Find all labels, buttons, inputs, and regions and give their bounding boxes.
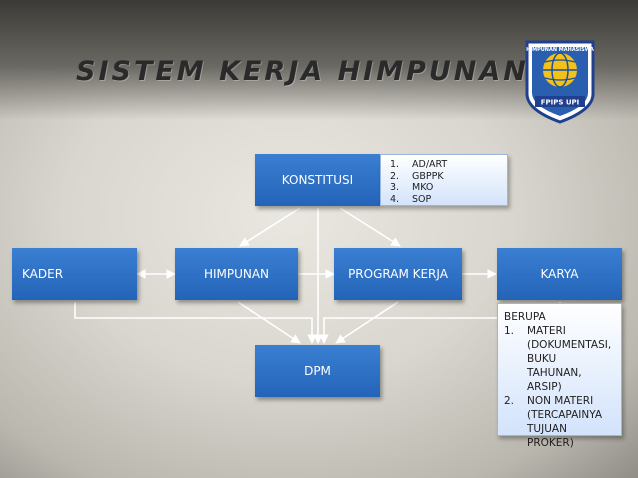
arrow-konstitusi-program — [339, 207, 401, 247]
list-item: 1.AD/ART — [390, 159, 448, 170]
himpunan-label: HIMPUNAN — [203, 267, 270, 281]
karya-label: KARYA — [540, 267, 579, 281]
dpm-label: DPM — [304, 364, 331, 378]
list-item: 1. MATERI (DOKUMENTASI, BUKU TAHUNAN, AR… — [504, 325, 612, 393]
page-title: SISTEM KERJA HIMPUNAN — [76, 56, 529, 87]
kader-box: KADER — [12, 248, 137, 300]
arrow-konstitusi-himpunan — [239, 207, 301, 247]
logo-bottom-text: FPIPS UPI — [541, 99, 580, 107]
arrow-kader-dpm — [74, 302, 317, 344]
konstitusi-box: KONSTITUSI — [255, 154, 380, 206]
karya-note: BERUPA 1. MATERI (DOKUMENTASI, BUKU TAHU… — [497, 303, 622, 449]
dpm-box: DPM — [255, 345, 380, 397]
karya-list: 1. MATERI (DOKUMENTASI, BUKU TAHUNAN, AR… — [504, 324, 615, 450]
konstitusi-list: 1.AD/ART 2.GBPPK 3.MKO 4.SOP — [390, 159, 507, 205]
konstitusi-label: KONSTITUSI — [281, 173, 354, 187]
karya-box: KARYA — [497, 248, 622, 300]
arrow-program-dpm — [335, 301, 399, 344]
program-kerja-box: PROGRAM KERJA — [334, 248, 462, 300]
karya-note-header: BERUPA — [504, 311, 546, 323]
kader-label: KADER — [22, 267, 64, 281]
organization-logo: FPIPS UPI HIMPUNAN MAHASISWA — [525, 40, 595, 124]
list-item: 2. NON MATERI (TERCAPAINYA TUJUAN PROKER… — [504, 395, 603, 449]
logo-top-text: HIMPUNAN MAHASISWA — [526, 47, 594, 53]
himpunan-box: HIMPUNAN — [175, 248, 298, 300]
list-item: 2.GBPPK — [390, 170, 444, 182]
list-item: 3.MKO — [390, 182, 434, 193]
konstitusi-note: 1.AD/ART 2.GBPPK 3.MKO 4.SOP — [380, 154, 508, 206]
arrow-himpunan-dpm — [237, 301, 301, 344]
program-kerja-label: PROGRAM KERJA — [348, 267, 448, 281]
list-item: 4.SOP — [390, 193, 432, 205]
